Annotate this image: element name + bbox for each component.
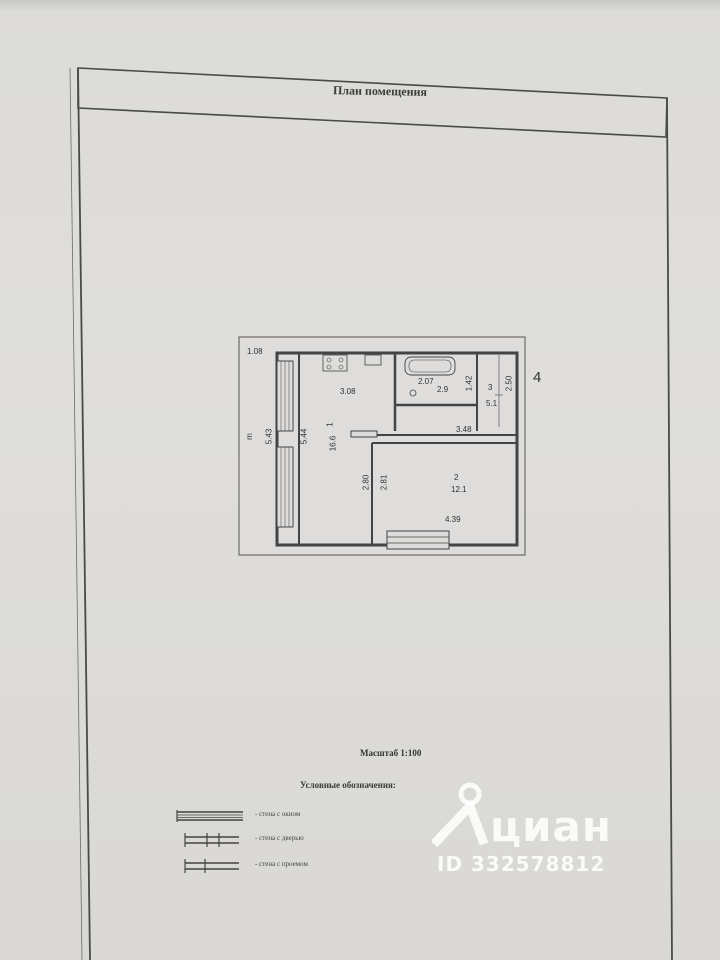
page-edge: [0, 0, 720, 12]
annex-number: 4: [533, 369, 542, 386]
room-number: 2: [454, 473, 459, 482]
wall-with-opening-symbol: [184, 859, 239, 873]
dimension-toilet-height: 2.50: [504, 375, 514, 392]
cian-watermark: циан ID 332578812: [432, 780, 692, 880]
toilet-area: 5.1: [486, 399, 498, 408]
legend-title: Условные обозначения:: [300, 780, 396, 790]
legend-label-opening: - стена с проемом: [255, 860, 308, 868]
wall-with-window-symbol: [176, 810, 243, 822]
bath-area: 2.9: [437, 385, 449, 394]
dimension-left-height-b: 5.44: [299, 428, 309, 445]
legend-label-door: - стена с дверью: [255, 834, 304, 842]
document-title: План помещения: [332, 83, 428, 99]
floor-plan-drawing: [238, 336, 526, 556]
legend-label-window: - стена с окном: [255, 810, 301, 818]
toilet-room-number: 3: [488, 383, 493, 392]
floor-plan: 1.08 3.08 2.07 2.9 1.42 3 5.1 2.50 4 3.4…: [237, 335, 541, 557]
dimension-left-height-a: 5.43: [264, 428, 274, 445]
room-area: 12.1: [451, 485, 467, 494]
dimension-bath-height: 1.42: [464, 375, 474, 392]
legend-item-door: - стена с дверью: [175, 830, 395, 850]
watermark-id: ID 332578812: [437, 852, 606, 876]
legend-item-opening: - стена с проемом: [175, 856, 395, 876]
watermark-brand: циан: [490, 802, 612, 851]
kitchen-area: 16.6: [328, 435, 338, 452]
dimension-corridor: 3.48: [456, 425, 472, 434]
location-pin-icon: [432, 782, 489, 848]
dimension-door-b: 2.81: [379, 474, 389, 491]
side-mark: m: [244, 433, 254, 440]
kitchen-room-number: 1: [325, 422, 335, 427]
dimension-top-left: 1.08: [247, 347, 263, 356]
dimension-door-a: 2.80: [361, 474, 371, 491]
dimension-kitchen-width: 3.08: [340, 387, 356, 396]
legend-item-window: - стена с окном: [175, 806, 395, 826]
scale-label: Масштаб 1:100: [360, 748, 422, 758]
wall-with-door-symbol: [184, 833, 239, 847]
dimension-room-width: 4.39: [445, 515, 461, 524]
dimension-bath-width: 2.07: [418, 377, 434, 386]
